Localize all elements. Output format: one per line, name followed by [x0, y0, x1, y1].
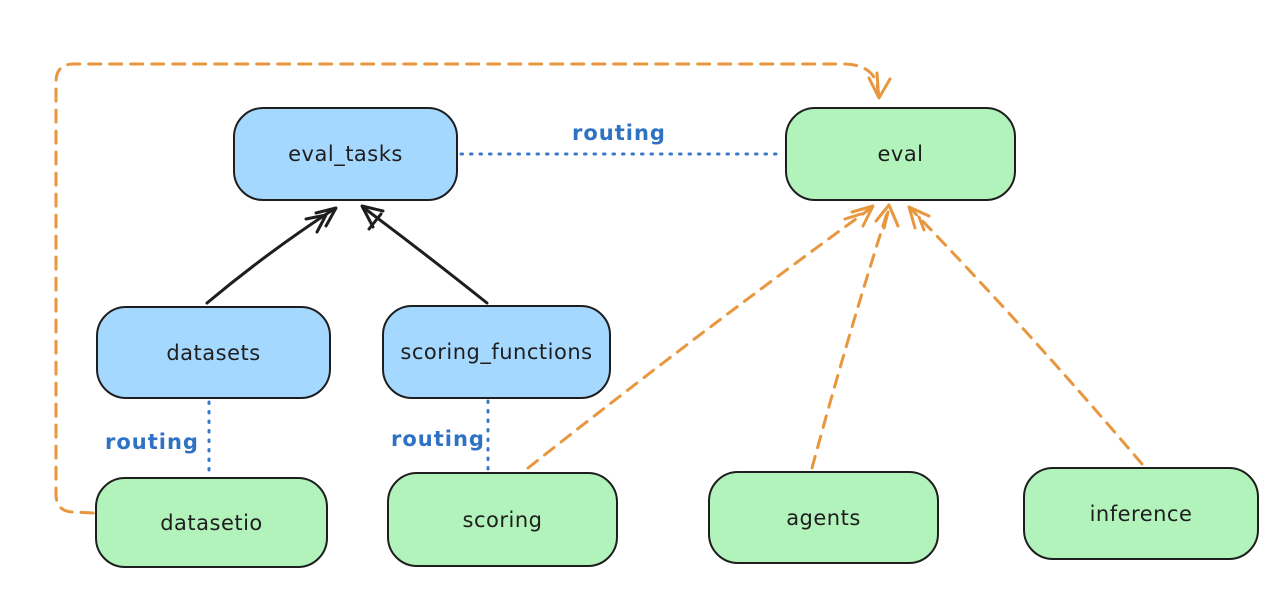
node-eval-tasks-label: eval_tasks [288, 142, 403, 166]
node-eval[interactable]: eval [785, 107, 1016, 201]
node-scoring-functions[interactable]: scoring_functions [382, 305, 611, 399]
node-inference[interactable]: inference [1023, 467, 1259, 560]
node-datasetio-label: datasetio [160, 510, 263, 535]
node-scoring[interactable]: scoring [387, 472, 618, 567]
edge-scoring-functions-to-eval-tasks[interactable] [360, 204, 489, 305]
node-datasets-label: datasets [166, 340, 261, 365]
node-datasetio[interactable]: datasetio [95, 477, 328, 568]
node-scoring-label: scoring [462, 507, 543, 532]
node-datasets[interactable]: datasets [96, 306, 331, 399]
edge-agents-to-eval[interactable] [810, 203, 900, 470]
edge-datasets-to-eval-tasks[interactable] [205, 206, 338, 305]
node-eval-label: eval [877, 142, 924, 166]
routing-label-top: routing [572, 121, 666, 145]
edge-datasetio-to-eval[interactable] [54, 62, 892, 515]
routing-label-middle: routing [391, 427, 485, 451]
edge-scoring-to-eval[interactable] [526, 204, 875, 470]
routing-label-left: routing [105, 430, 199, 454]
node-scoring-functions-label: scoring_functions [400, 340, 593, 364]
node-agents[interactable]: agents [708, 471, 939, 564]
edge-inference-to-eval[interactable] [907, 205, 1144, 466]
node-inference-label: inference [1089, 501, 1193, 526]
node-agents-label: agents [786, 505, 861, 530]
node-eval-tasks[interactable]: eval_tasks [233, 107, 458, 201]
